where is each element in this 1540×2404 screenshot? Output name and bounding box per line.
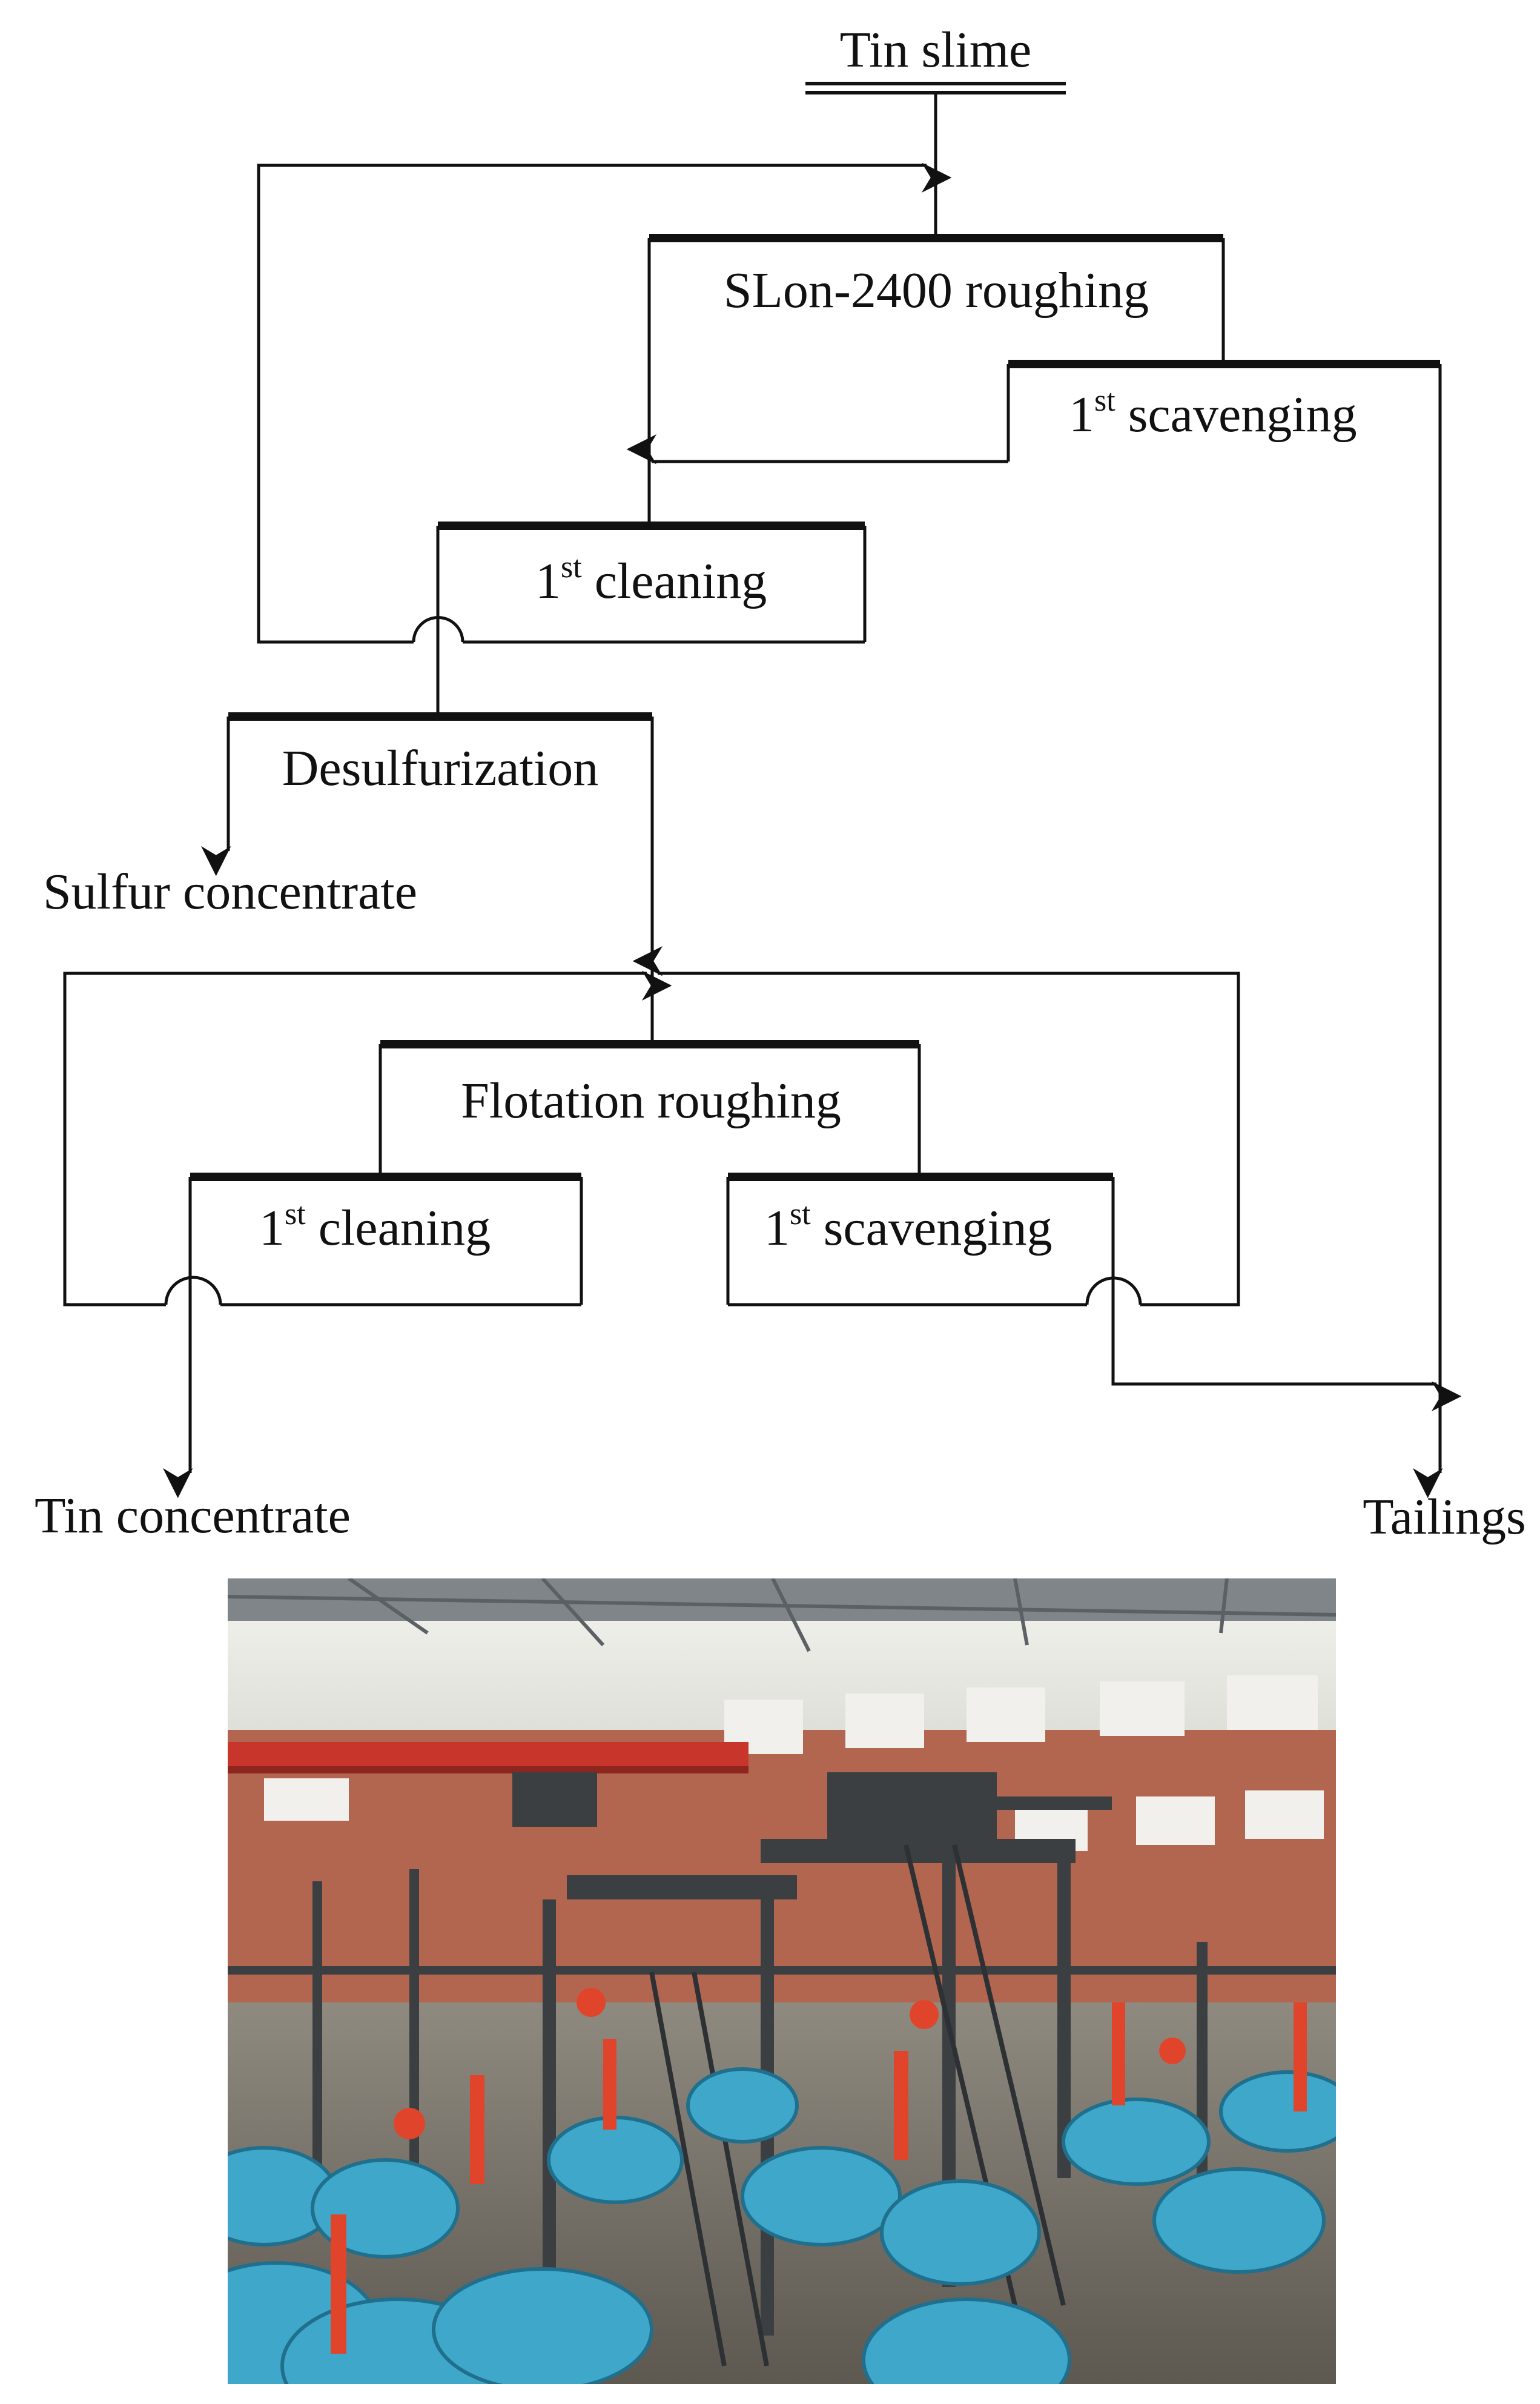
flot-scavenging-text: scavenging (811, 1200, 1053, 1256)
svg-text:1st cleaning: 1st cleaning (535, 550, 767, 609)
flot-cleaning-hop (164, 1276, 222, 1305)
flot-scavenging-recycle-arrow (632, 946, 1240, 1306)
flot-cleaning-num: 1 (259, 1200, 285, 1256)
feed-label: Tin slime (840, 22, 1032, 78)
plant-photo (228, 1578, 1336, 2384)
flot-cleaning-text: cleaning (306, 1200, 491, 1256)
mag-scavenging-sup: st (1094, 383, 1115, 418)
svg-text:1st scavenging: 1st scavenging (1069, 383, 1357, 443)
sulfur-concentrate-label: Sulfur concentrate (43, 864, 417, 920)
mag-cleaning-box: 1st cleaning (436, 522, 867, 644)
desulfurization-label: Desulfurization (282, 740, 599, 796)
slon-roughing-box: SLon-2400 roughing (647, 234, 1225, 522)
plant-photo-illustration (228, 1578, 1336, 2384)
mag-cleaning-text: cleaning (582, 553, 767, 609)
desulfurization-box: Desulfurization (228, 712, 654, 1041)
flot-scavenging-box: 1st scavenging (726, 1173, 1113, 1306)
mag-scavenging-text: scavenging (1115, 386, 1357, 443)
tin-concentrate-label: Tin concentrate (35, 1488, 351, 1544)
flot-cleaning-box: 1st cleaning (188, 1173, 583, 1306)
mag-scavenging-num: 1 (1069, 386, 1094, 443)
feed-node: Tin slime (805, 22, 1066, 94)
flotation-roughing-box: Flotation roughing (378, 1040, 921, 1177)
mag-cleaning-sup: st (561, 550, 582, 584)
flot-scavenging-tailings-arrow (1111, 1177, 1462, 1411)
svg-text:1st scavenging: 1st scavenging (764, 1197, 1053, 1256)
flotation-roughing-label: Flotation roughing (461, 1073, 841, 1129)
slon-roughing-label: SLon-2400 roughing (724, 262, 1149, 319)
flot-scavenging-sup: st (790, 1197, 811, 1231)
tailings-label: Tailings (1363, 1489, 1525, 1545)
flowsheet-diagram: Tin slime SLon-2400 roughing 1st scaveng… (35, 22, 1526, 1545)
mag-cleaning-num: 1 (535, 553, 561, 609)
flot-scavenging-num: 1 (764, 1200, 790, 1256)
flot-cleaning-recycle-arrow (63, 970, 672, 1306)
svg-text:1st cleaning: 1st cleaning (259, 1197, 491, 1256)
mag-cleaning-recycle-arrow (257, 162, 952, 644)
mag-scavenging-box: 1st scavenging (1006, 360, 1440, 462)
flot-cleaning-sup: st (285, 1197, 306, 1231)
